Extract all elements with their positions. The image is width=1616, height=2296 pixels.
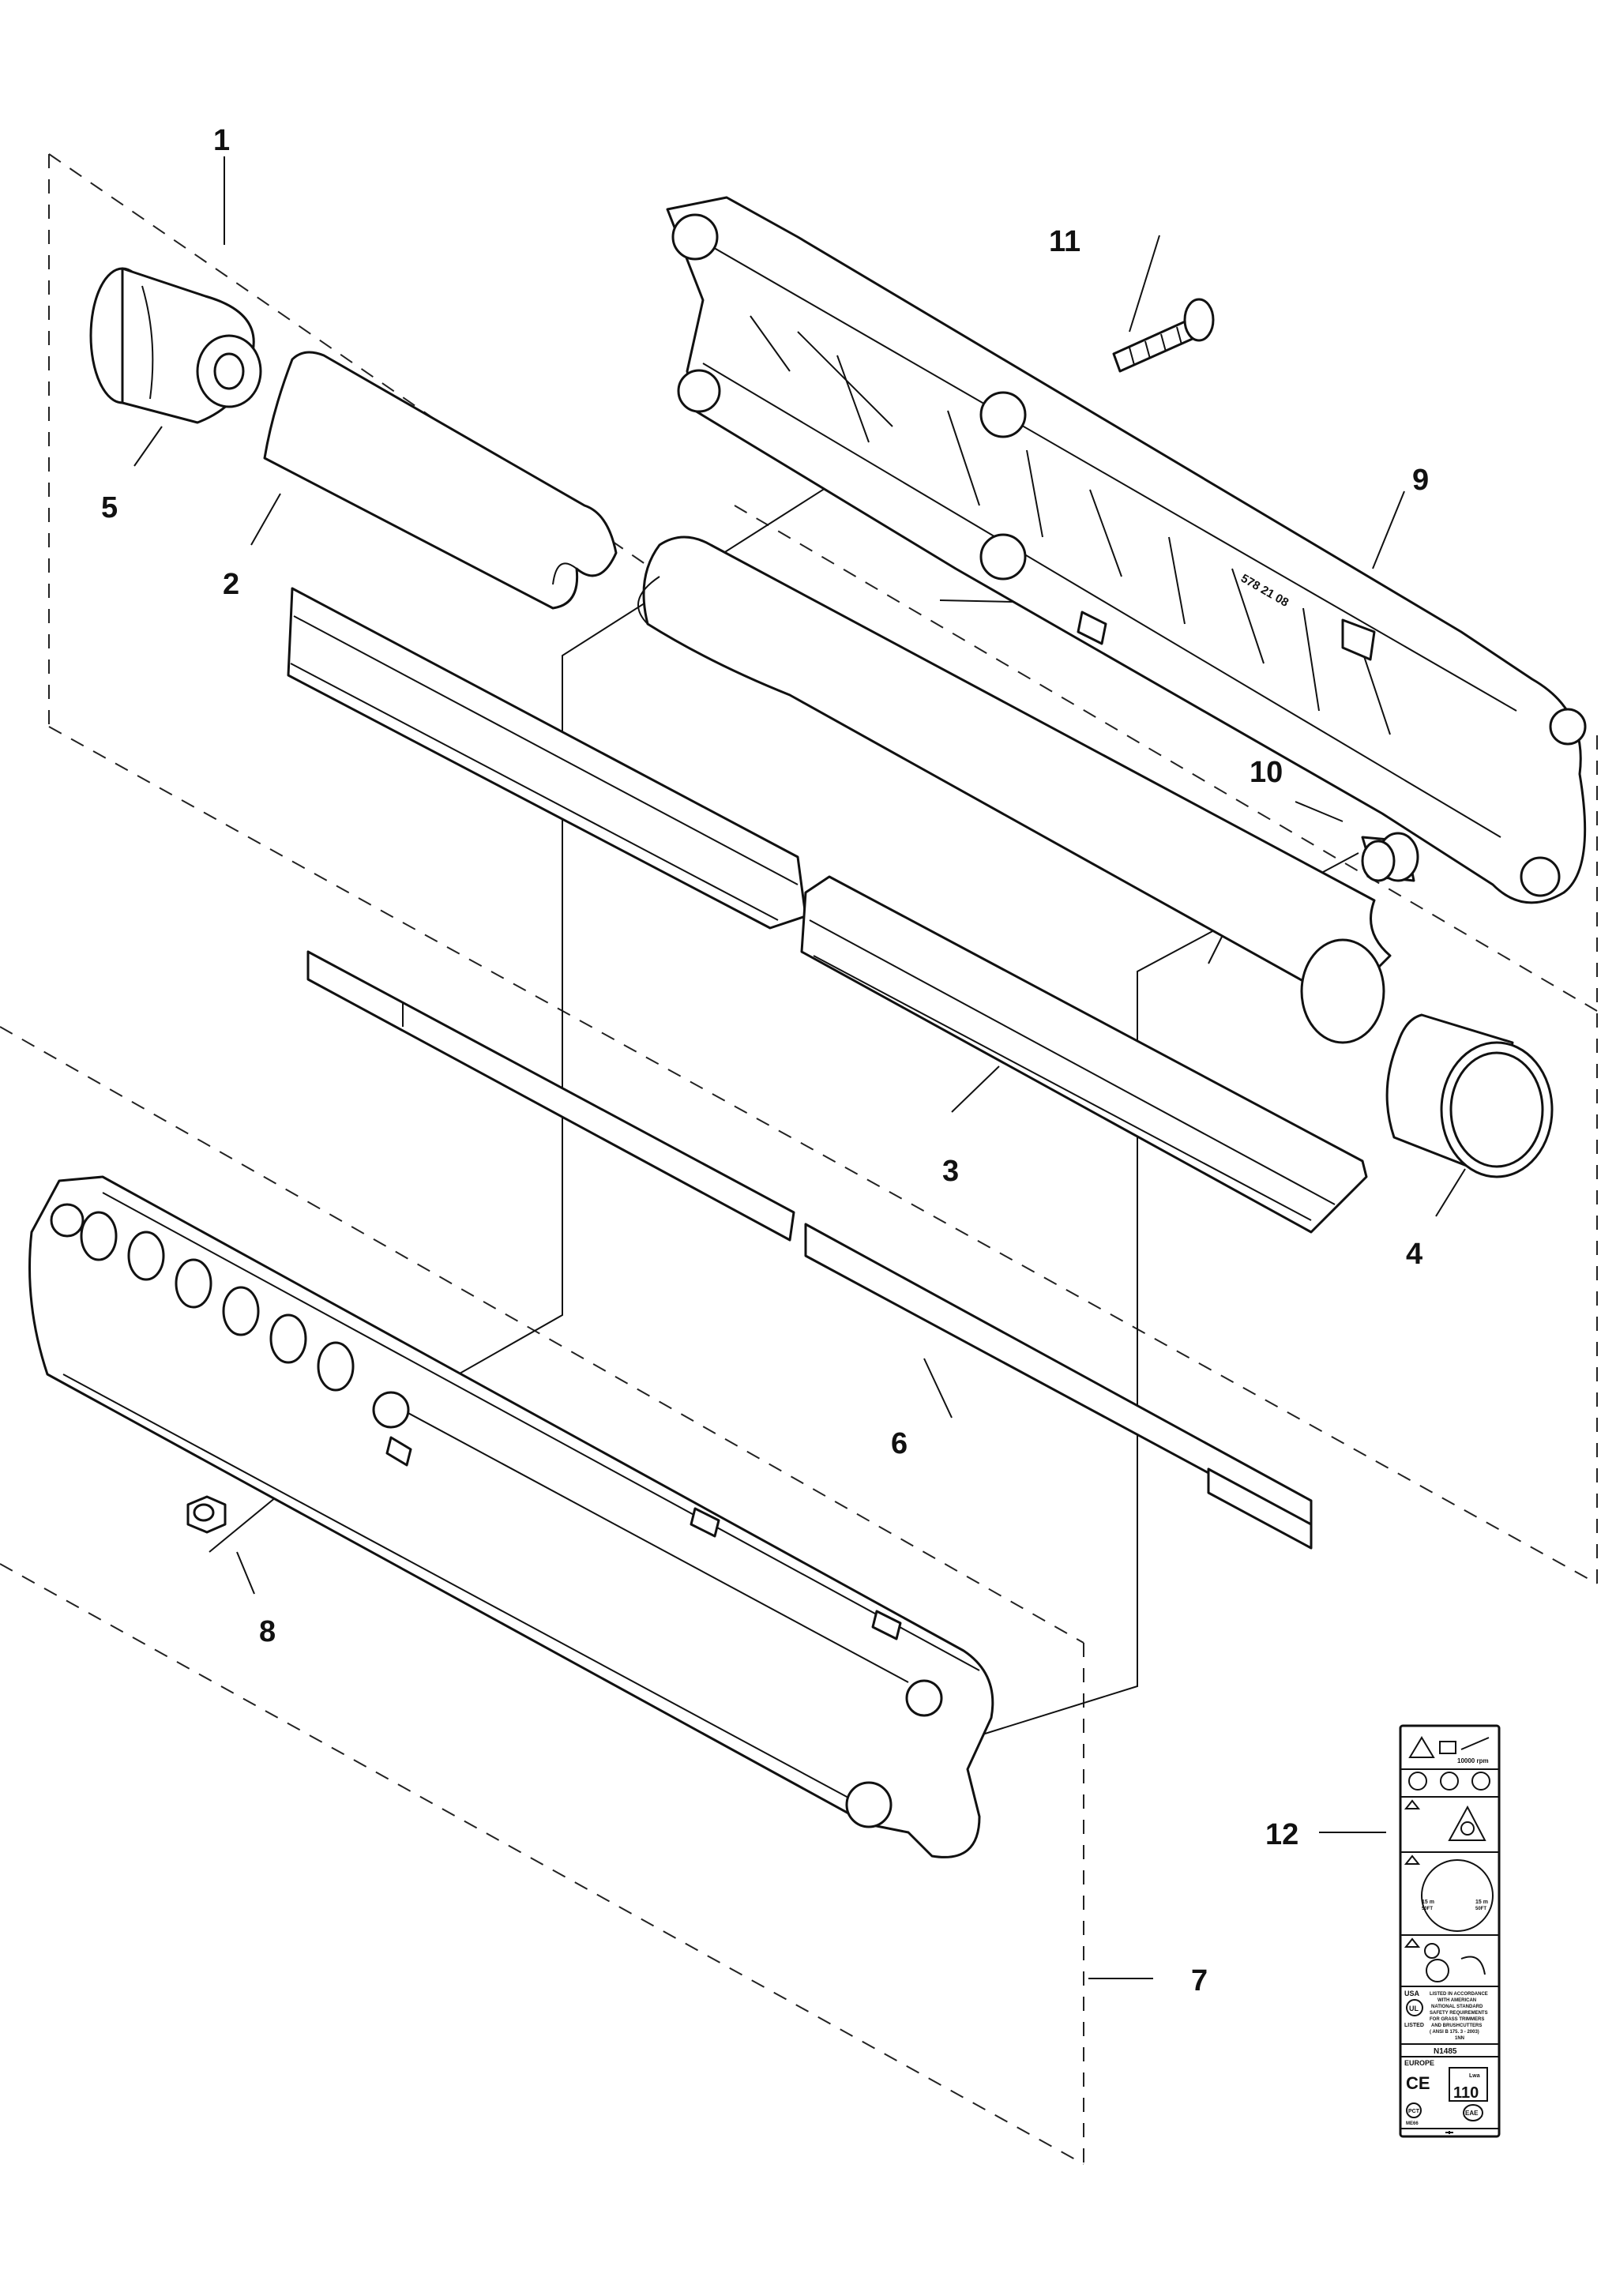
part-5-end-cap [89, 267, 262, 424]
decal-lwa-label: Lwa [1469, 2073, 1480, 2079]
callout-10: 10 [1250, 756, 1283, 789]
decal-region-usa: USA [1404, 1990, 1420, 1997]
part-8-nut [186, 1495, 227, 1534]
callout-8: 8 [259, 1615, 276, 1648]
callout-5: 5 [101, 491, 118, 524]
decal-distance-left-ft: 50FT [1422, 1907, 1433, 1911]
decal-arrow-down-icon [1445, 2131, 1453, 2134]
part-12-safety-decal: 10000 rpm 15 m 50FT 15 m 50FT USA UL LIS… [1399, 1724, 1501, 2138]
decal-distance-right: 15 m [1475, 1900, 1488, 1905]
part-2-sleeve [263, 351, 618, 610]
part-9-housing-upper: 578 21 08 [666, 196, 1587, 904]
decal-distance-right-ft: 50FT [1475, 1907, 1486, 1911]
group-frame-7 [0, 1026, 1084, 2165]
decal-ul-line-3: NATIONAL STANDARD [1431, 2005, 1483, 2009]
clamp-rail-lower [800, 875, 1368, 1234]
decal-ul-line-8: 1NN [1455, 2036, 1464, 2041]
callout-labels: 1 2 3 4 5 6 7 8 9 10 11 12 [101, 124, 1429, 1997]
decal-ul-line-1: LISTED IN ACCORDANCE [1430, 1992, 1488, 1997]
callout-1: 1 [213, 124, 230, 157]
decal-ul-line-5: FOR GRASS TRIMMERS [1430, 2017, 1484, 2022]
callout-2: 2 [223, 568, 239, 601]
decal-ul-line-6: AND BRUSHCUTTERS [1431, 2024, 1482, 2028]
part-10-bushing [1361, 832, 1419, 882]
decal-pct-mark: PCT [1408, 2109, 1420, 2114]
callout-9: 9 [1412, 464, 1429, 497]
group-frame-1 [48, 153, 1598, 1584]
decal-ce-mark: CE [1406, 2073, 1430, 2093]
decal-code: N1485 [1434, 2047, 1457, 2056]
part-7-housing-lower [28, 1175, 994, 1858]
decal-listed: LISTED [1404, 2023, 1424, 2028]
part-4-end-cap [1385, 1013, 1554, 1178]
decal-pct-code: ME66 [1406, 2121, 1419, 2126]
part-3-tube [637, 535, 1392, 1044]
decal-region-europe: EUROPE [1404, 2059, 1434, 2067]
part-6-drive-shaft [306, 950, 1313, 1550]
decal-eac-mark: EAE [1465, 2110, 1479, 2117]
decal-lwa-value: 110 [1453, 2084, 1479, 2102]
decal-distance-left: 15 m [1422, 1900, 1434, 1905]
callout-11: 11 [1049, 225, 1080, 258]
callout-12: 12 [1265, 1818, 1298, 1851]
part-11-screw [1112, 298, 1215, 373]
decal-ul-line-2: WITH AMERICAN [1437, 1998, 1476, 2003]
decal-ul-mark: UL [1409, 2005, 1419, 2012]
decal-rpm: 10000 rpm [1457, 1757, 1489, 1764]
callout-7: 7 [1191, 1964, 1208, 1997]
callout-3: 3 [942, 1155, 959, 1188]
callout-6: 6 [891, 1427, 908, 1460]
callout-4: 4 [1406, 1238, 1422, 1271]
clamp-rail-upper [287, 587, 807, 930]
decal-ul-line-7: ( ANSI B 175. 3 - 2003) [1430, 2030, 1479, 2035]
decal-ul-line-4: SAFETY REQUIREMENTS [1430, 2011, 1488, 2016]
